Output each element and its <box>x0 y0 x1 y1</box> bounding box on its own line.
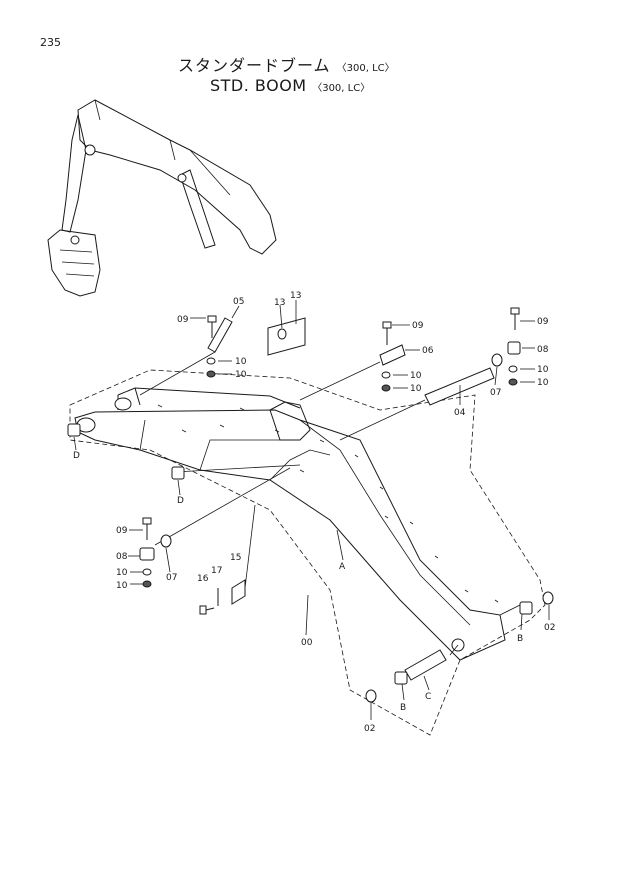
label-07: 07 <box>490 388 501 398</box>
part-labels: 09 05 10 10 13 13 09 06 10 10 04 07 09 0… <box>73 291 555 734</box>
label-15: 15 <box>230 553 241 563</box>
label-08: 08 <box>537 345 549 355</box>
label-D: D <box>73 451 80 461</box>
label-D: D <box>177 496 184 506</box>
plate-assembly <box>217 504 256 606</box>
label-07: 07 <box>166 573 177 583</box>
label-02: 02 <box>364 724 375 734</box>
label-10: 10 <box>116 568 128 578</box>
label-10: 10 <box>235 370 247 380</box>
label-A: A <box>339 562 346 572</box>
label-09: 09 <box>116 526 128 536</box>
label-04: 04 <box>454 408 466 418</box>
label-10: 10 <box>410 371 422 381</box>
label-13: 13 <box>290 291 301 301</box>
label-09: 09 <box>537 317 549 327</box>
label-08: 08 <box>116 552 128 562</box>
label-10: 10 <box>410 384 422 394</box>
page-number: 235 <box>40 36 61 49</box>
assembly-outline <box>69 369 546 736</box>
title-japanese: スタンダードブーム 〈300, LC〉 <box>178 52 395 76</box>
pins <box>139 317 521 681</box>
label-10: 10 <box>235 357 247 367</box>
title-jp-text: スタンダードブーム <box>178 56 331 75</box>
label-09: 09 <box>412 321 424 331</box>
label-00: 00 <box>301 638 313 648</box>
label-09: 09 <box>177 315 189 325</box>
label-10: 10 <box>537 365 549 375</box>
label-05: 05 <box>233 297 244 307</box>
label-02: 02 <box>544 623 555 633</box>
title-english: STD. BOOM 〈300, LC〉 <box>210 76 370 95</box>
label-17: 17 <box>211 566 222 576</box>
title-en-text: STD. BOOM <box>210 76 307 95</box>
label-10: 10 <box>116 581 128 591</box>
bushings <box>67 317 554 703</box>
label-B: B <box>400 703 406 713</box>
leader-lines <box>73 300 550 720</box>
boom-body <box>74 387 506 661</box>
label-10: 10 <box>537 378 549 388</box>
excavator-thumbnail <box>47 99 277 297</box>
title-jp-suffix: 〈300, LC〉 <box>336 63 395 74</box>
label-B: B <box>517 634 523 644</box>
bolts <box>142 307 520 615</box>
label-06: 06 <box>422 346 434 356</box>
title-en-suffix: 〈300, LC〉 <box>312 83 371 94</box>
label-16: 16 <box>197 574 209 584</box>
label-13: 13 <box>274 298 285 308</box>
label-C: C <box>425 692 431 702</box>
